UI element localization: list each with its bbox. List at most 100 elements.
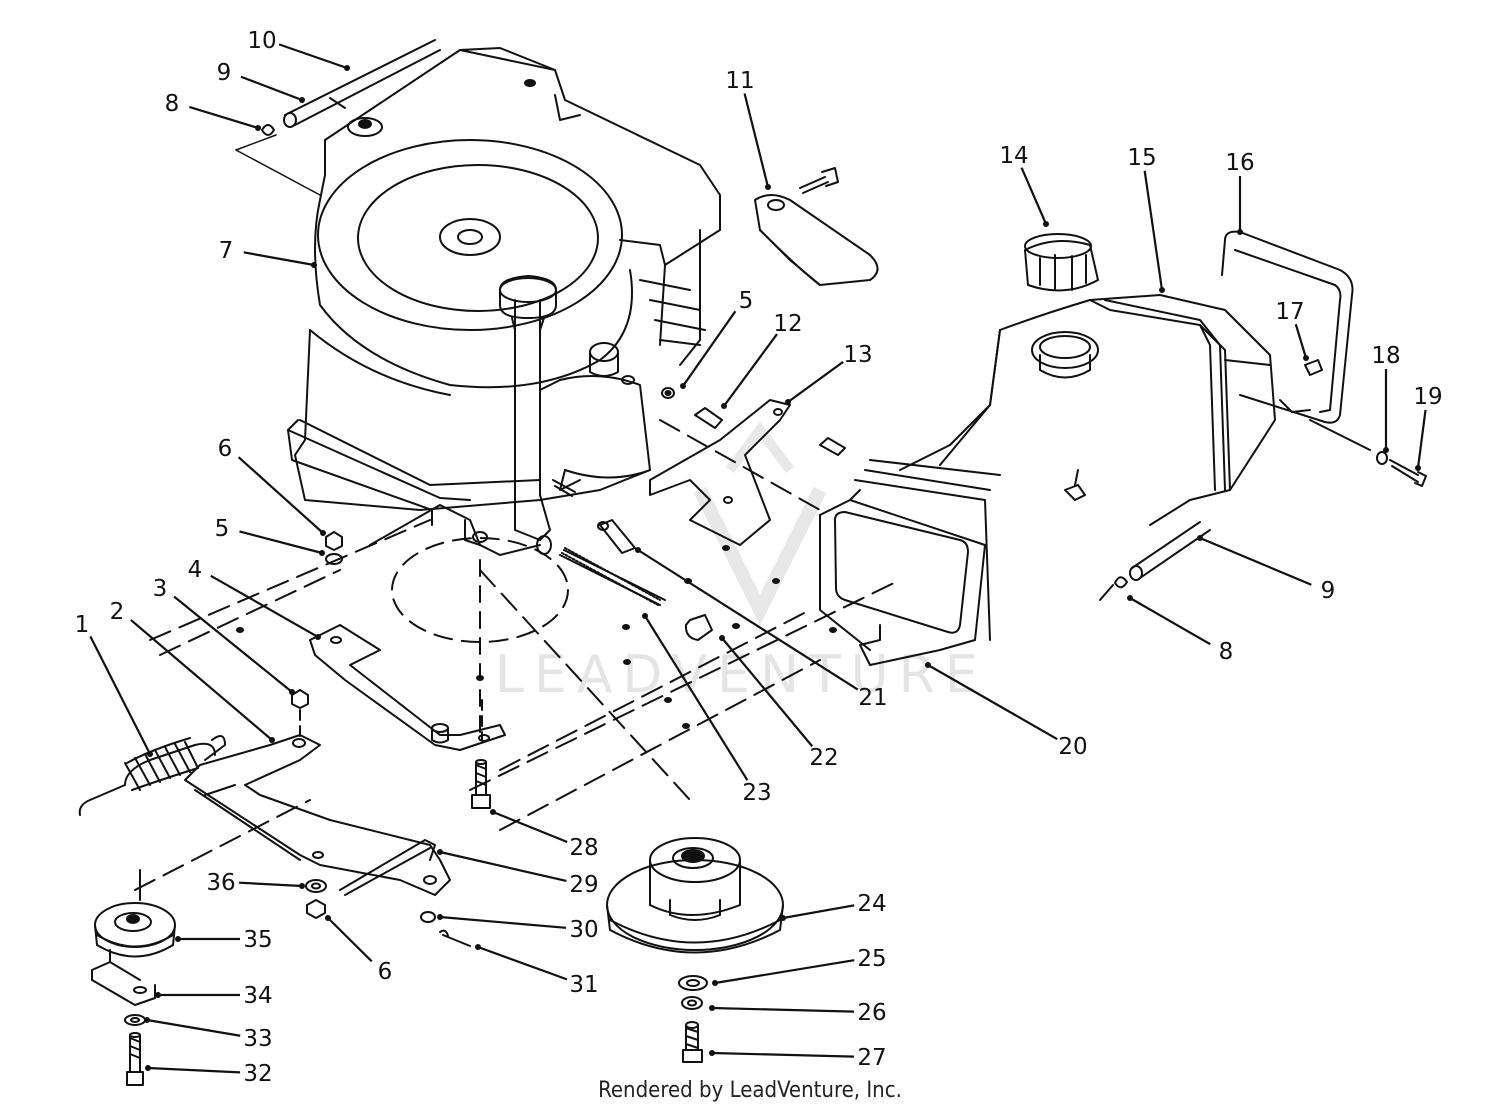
leader-dot (315, 634, 321, 640)
callout-5: 5 (215, 516, 325, 556)
leader-dot (1127, 595, 1133, 601)
muffler-bracket (649, 387, 846, 546)
callout-number: 20 (1058, 734, 1087, 760)
callout-number: 15 (1127, 145, 1156, 171)
callout-7: 7 (219, 238, 317, 268)
leader-dot (719, 635, 725, 641)
leader-dot (1383, 447, 1389, 453)
callout-number: 7 (219, 238, 234, 264)
callout-number: 14 (999, 143, 1028, 169)
small-hardware (305, 531, 491, 947)
leader-dot (325, 915, 331, 921)
callout-number: 10 (247, 28, 276, 54)
leader-dot (1159, 287, 1165, 293)
callout-1: 1 (75, 612, 153, 757)
leader-dot (147, 751, 153, 757)
leader-line (173, 595, 293, 693)
leader-dot (320, 530, 326, 536)
leader-dot (712, 980, 718, 986)
callout-number: 3 (153, 576, 168, 602)
callout-9: 9 (217, 60, 305, 103)
callout-19: 19 (1413, 384, 1443, 471)
callout-30: 30 (437, 914, 599, 943)
callout-number: 9 (217, 60, 232, 86)
callout-29: 29 (437, 849, 599, 898)
callout-9: 9 (1197, 535, 1335, 604)
leader-line (1129, 597, 1211, 646)
callout-number: 32 (243, 1061, 272, 1087)
footer-credit: Rendered by LeadVenture, Inc. (598, 1078, 902, 1103)
leader-line (147, 1066, 241, 1074)
leader-line (1416, 409, 1427, 469)
callout-32: 32 (145, 1061, 273, 1087)
callout-number: 13 (843, 342, 872, 368)
leader-line (239, 530, 323, 555)
callout-11: 11 (725, 68, 771, 190)
leader-line (714, 959, 855, 985)
callout-20: 20 (925, 662, 1088, 760)
callout-number: 22 (809, 745, 838, 771)
leader-line (682, 310, 737, 387)
leader-dot (344, 65, 350, 71)
callout-number: 5 (739, 288, 754, 314)
leader-dot (144, 1017, 150, 1023)
callout-35: 35 (175, 927, 273, 953)
leader-line (243, 251, 315, 267)
leader-dot (319, 550, 325, 556)
leader-dot (437, 914, 443, 920)
leader-line (492, 810, 568, 843)
leader-line (89, 635, 151, 755)
leader-line (240, 75, 303, 102)
callout-22: 22 (719, 635, 839, 771)
callout-34: 34 (155, 983, 273, 1009)
plate-holes (236, 545, 837, 729)
callout-31: 31 (475, 944, 599, 998)
callout-12: 12 (721, 311, 803, 409)
callout-number: 8 (165, 91, 180, 117)
callout-number: 8 (1219, 639, 1234, 665)
callout-number: 16 (1225, 150, 1254, 176)
callout-3: 3 (153, 576, 295, 695)
leader-line (711, 1006, 855, 1013)
callout-5: 5 (680, 288, 753, 389)
fuel-line-upper (261, 39, 441, 136)
callout-24: 24 (780, 891, 887, 921)
idler-arm (78, 689, 451, 896)
leader-line (1294, 323, 1308, 359)
leader-dot (680, 383, 686, 389)
callout-number: 19 (1413, 384, 1442, 410)
callout-13: 13 (785, 342, 873, 405)
callout-16: 16 (1225, 150, 1255, 235)
callout-number: 5 (215, 516, 230, 542)
callout-number: 11 (725, 68, 754, 94)
leader-line (130, 619, 273, 741)
leader-dot (785, 399, 791, 405)
callout-number: 18 (1371, 343, 1400, 369)
leader-dot (709, 1050, 715, 1056)
engine (287, 47, 721, 556)
leader-line (743, 93, 770, 188)
callout-number: 6 (218, 436, 233, 462)
leader-line (711, 1051, 855, 1058)
callout-18: 18 (1371, 343, 1401, 453)
callout-23: 23 (642, 613, 772, 806)
callout-number: 34 (243, 983, 272, 1009)
callout-number: 2 (110, 599, 125, 625)
leader-dot (1197, 535, 1203, 541)
leader-dot (175, 936, 181, 942)
leader-dot (1237, 229, 1243, 235)
leader-dot (269, 737, 275, 743)
leader-dot (311, 262, 317, 268)
leader-line (721, 637, 814, 748)
callout-25: 25 (712, 946, 887, 986)
callout-8: 8 (165, 91, 261, 131)
engine-pulley (606, 837, 784, 1063)
leader-line (238, 881, 303, 888)
leader-line (1143, 170, 1164, 291)
callout-number: 24 (857, 891, 886, 917)
leader-dot (635, 547, 641, 553)
leader-dot (145, 1065, 151, 1071)
callout-number: 33 (243, 1026, 272, 1052)
leader-line (327, 917, 373, 963)
